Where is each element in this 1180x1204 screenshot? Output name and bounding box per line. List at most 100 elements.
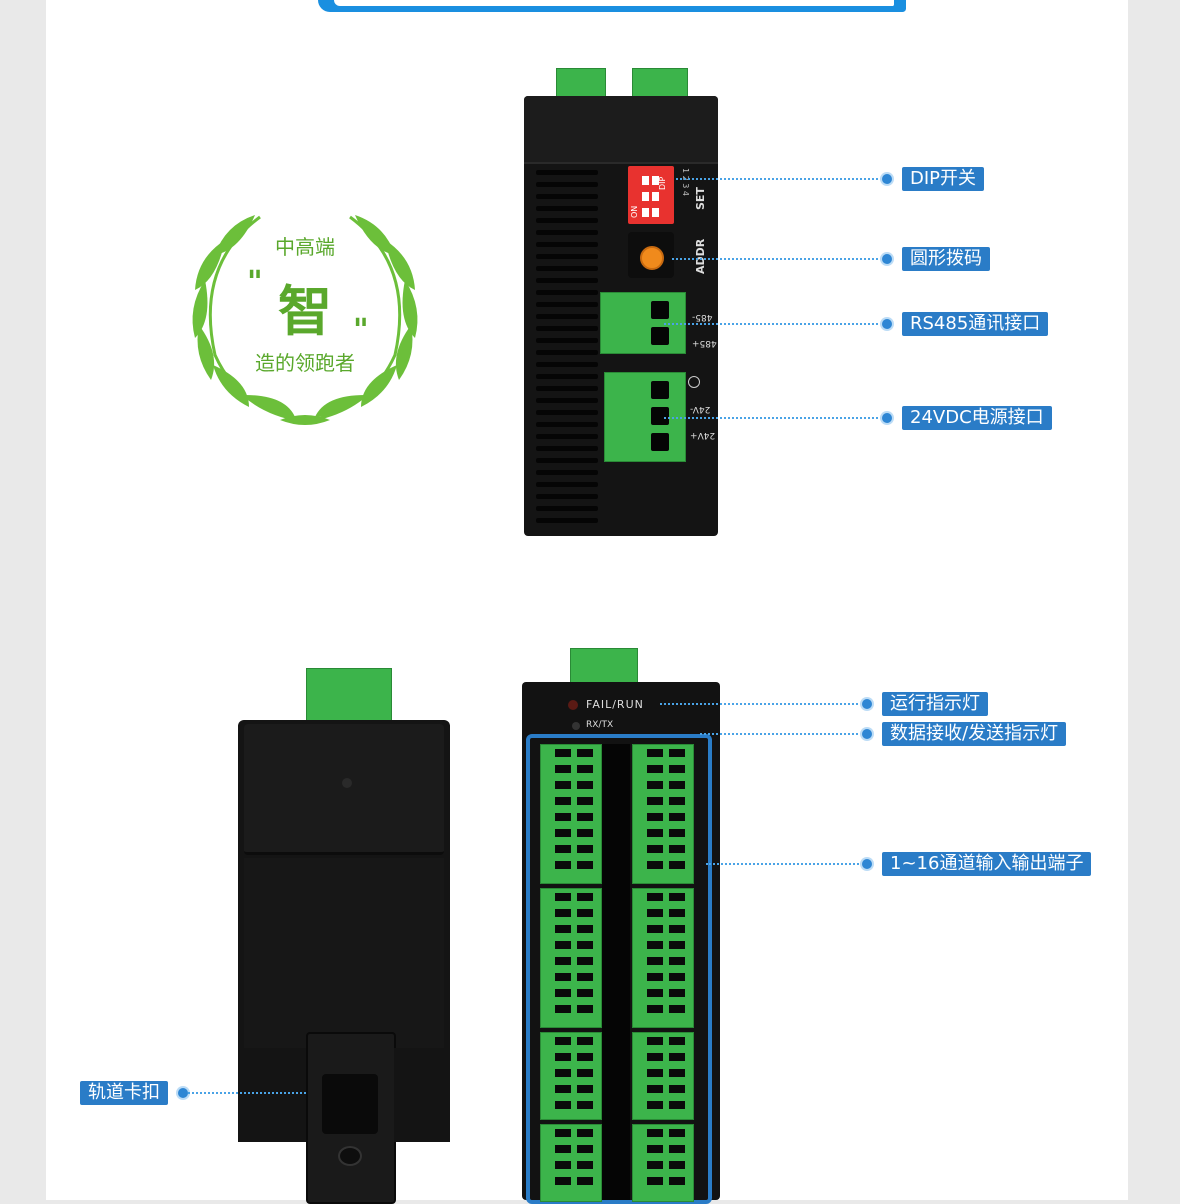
terminal-slot bbox=[647, 1037, 663, 1045]
terminal-slot bbox=[647, 893, 663, 901]
terminal-screw bbox=[577, 1005, 593, 1013]
dip-switch[interactable]: DIP ON bbox=[628, 166, 674, 224]
terminal-screw bbox=[669, 781, 685, 789]
terminal-slot bbox=[555, 893, 571, 901]
pwr-plus: 24V+ bbox=[690, 430, 716, 440]
vent-slot bbox=[536, 206, 598, 211]
vent-slot bbox=[536, 242, 598, 247]
terminal-slot bbox=[647, 861, 663, 869]
terminal-screw bbox=[577, 1085, 593, 1093]
terminal-screw bbox=[577, 1129, 593, 1137]
terminal-screw bbox=[669, 861, 685, 869]
terminal-screw bbox=[577, 861, 593, 869]
front-top-connector bbox=[570, 648, 638, 686]
terminal-screw bbox=[577, 1037, 593, 1045]
terminal-slot bbox=[647, 749, 663, 757]
vent-slot bbox=[536, 362, 598, 367]
led-rx-tx-icon bbox=[572, 722, 580, 730]
terminal-screw bbox=[669, 1037, 685, 1045]
vent-slot bbox=[536, 386, 598, 391]
terminal-screw bbox=[669, 941, 685, 949]
terminal-slot bbox=[647, 989, 663, 997]
terminal-screw bbox=[669, 765, 685, 773]
terminal-screw bbox=[669, 893, 685, 901]
terminal-slot bbox=[555, 925, 571, 933]
vent-slot bbox=[536, 290, 598, 295]
vent-slot bbox=[536, 506, 598, 511]
vent-slot bbox=[536, 218, 598, 223]
terminal-slot bbox=[555, 797, 571, 805]
dip-on-label: ON bbox=[630, 205, 639, 218]
callout-rotary: 圆形拨码 bbox=[672, 247, 990, 271]
badge-main-char: 智 bbox=[278, 280, 332, 343]
terminal-block bbox=[632, 1124, 694, 1202]
terminal-slot bbox=[647, 941, 663, 949]
terminal-slot bbox=[647, 813, 663, 821]
terminal-slot bbox=[555, 1177, 571, 1185]
callout-data-light: 数据接收/发送指示灯 bbox=[700, 722, 1067, 746]
terminal-screw bbox=[577, 829, 593, 837]
terminal-block bbox=[540, 1032, 602, 1120]
terminal-screw bbox=[577, 1101, 593, 1109]
terminal-slot bbox=[555, 1085, 571, 1093]
rail-clip-hook-icon bbox=[338, 1146, 362, 1166]
top-banner-inner bbox=[334, 0, 894, 6]
terminal-screw bbox=[577, 749, 593, 757]
terminal-screw bbox=[577, 1145, 593, 1153]
badge-line3: 造的领跑者 bbox=[255, 351, 355, 375]
terminal-slot bbox=[555, 749, 571, 757]
terminal-slot bbox=[647, 797, 663, 805]
vent-slot bbox=[536, 374, 598, 379]
badge-quote-close: " bbox=[353, 313, 369, 348]
terminal-slot bbox=[555, 957, 571, 965]
dip-lever-5 bbox=[642, 208, 649, 217]
vent-slot bbox=[536, 410, 598, 415]
terminal-screw bbox=[669, 909, 685, 917]
terminal-slot bbox=[555, 1053, 571, 1061]
terminal-block bbox=[632, 1032, 694, 1120]
vent-slot bbox=[536, 194, 598, 199]
terminal-slot bbox=[555, 1101, 571, 1109]
vent-slot bbox=[536, 482, 598, 487]
terminal-screw bbox=[577, 781, 593, 789]
terminal-slot bbox=[555, 1161, 571, 1169]
callout-rs485: RS485通讯接口 bbox=[664, 312, 1049, 336]
rail-clip-slot bbox=[322, 1074, 378, 1134]
device-top-view: DIP ON 1 2 3 4 SET ADDR 485- 485+ 24V- 2… bbox=[520, 60, 720, 540]
rotary-switch[interactable] bbox=[628, 232, 674, 278]
callout-dot-icon bbox=[862, 699, 872, 709]
callout-io-terminal: 1~16通道输入输出端子 bbox=[706, 852, 1092, 876]
terminal-screw bbox=[577, 797, 593, 805]
terminal-screw bbox=[669, 957, 685, 965]
rear-lower-panel bbox=[244, 858, 444, 1048]
terminal-screw bbox=[669, 1129, 685, 1137]
label-rs485: RS485通讯接口 bbox=[902, 312, 1049, 336]
terminal-screw bbox=[669, 1161, 685, 1169]
terminal-screw bbox=[577, 925, 593, 933]
terminal-screw bbox=[669, 1177, 685, 1185]
terminal-screw bbox=[669, 829, 685, 837]
vent-slot bbox=[536, 458, 598, 463]
terminal-screw bbox=[577, 1161, 593, 1169]
vent-slot bbox=[536, 434, 598, 439]
terminal-center-strip bbox=[602, 744, 630, 1200]
terminal-slot bbox=[647, 925, 663, 933]
terminal-slot bbox=[555, 1005, 571, 1013]
terminal-slot bbox=[647, 1161, 663, 1169]
label-io-terminal: 1~16通道输入输出端子 bbox=[882, 852, 1092, 876]
terminal-slot bbox=[647, 1053, 663, 1061]
terminal-slot bbox=[647, 1145, 663, 1153]
label-data-light: 数据接收/发送指示灯 bbox=[882, 722, 1067, 746]
terminal-slot bbox=[555, 1129, 571, 1137]
terminal-slot bbox=[555, 941, 571, 949]
rear-top-panel bbox=[244, 724, 444, 855]
led-rx-tx-label: RX/TX bbox=[586, 720, 614, 730]
terminal-slot bbox=[555, 813, 571, 821]
terminal-screw bbox=[577, 765, 593, 773]
rail-clip[interactable] bbox=[306, 1032, 396, 1204]
terminal-slot bbox=[647, 1129, 663, 1137]
wreath-badge: 中高端 " 智 " 造的领跑者 bbox=[185, 205, 425, 435]
terminal-screw bbox=[577, 957, 593, 965]
terminal-screw bbox=[669, 973, 685, 981]
terminal-slot bbox=[555, 781, 571, 789]
